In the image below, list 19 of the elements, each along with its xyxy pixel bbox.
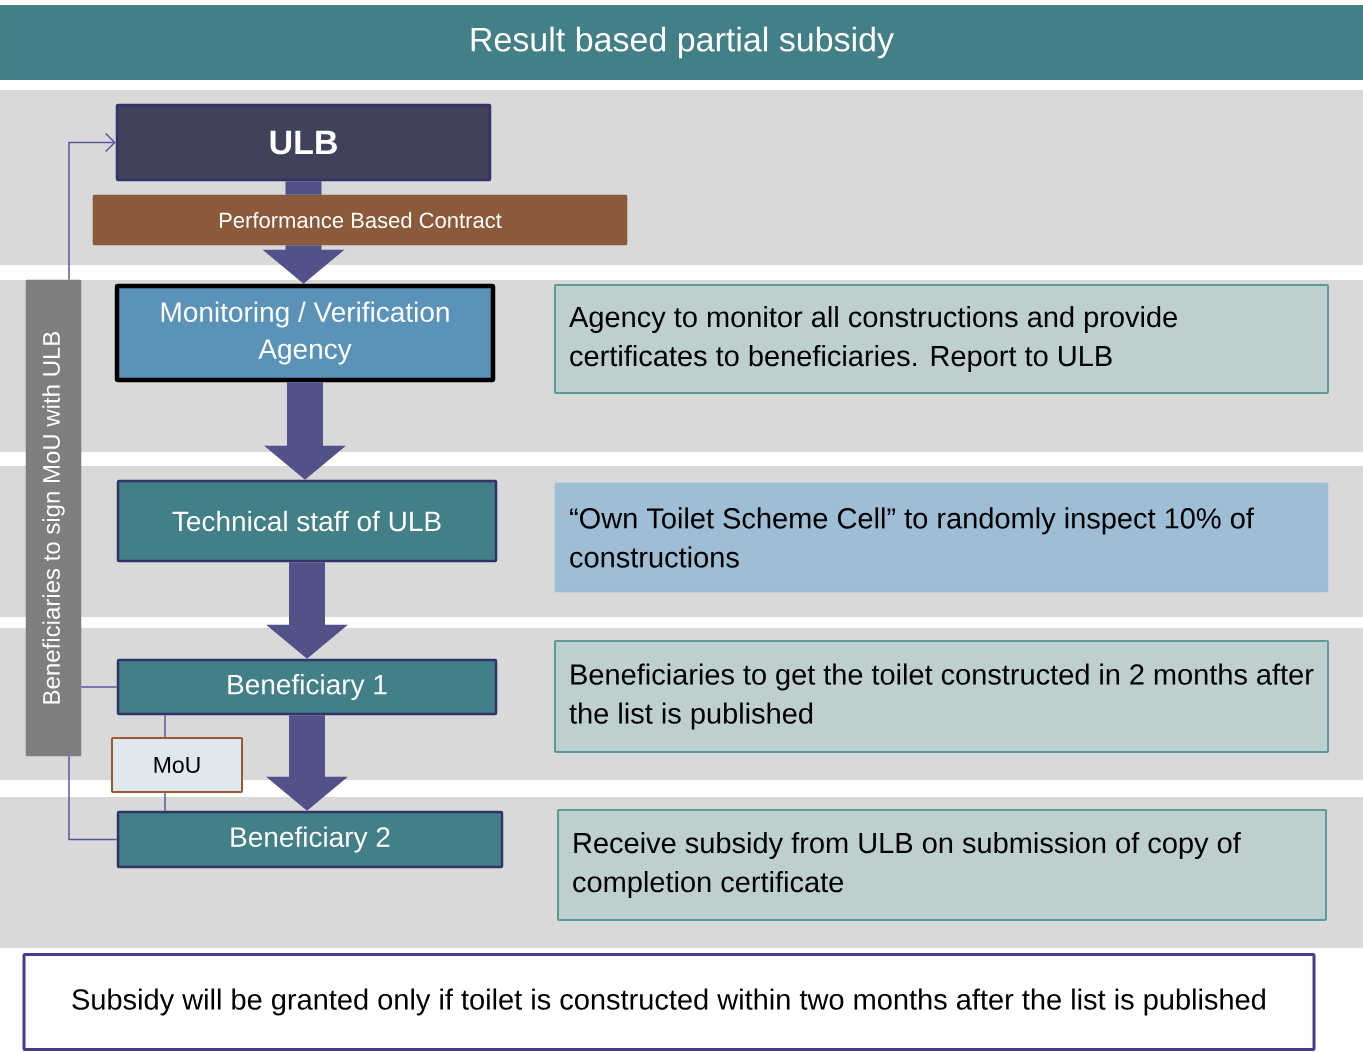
description-box: Beneficiaries to get the toilet constructed in 2 months after the list is published <box>554 640 1329 753</box>
process-box: Beneficiary 2 <box>116 810 504 869</box>
process-box: Technical staff of ULB <box>116 479 498 563</box>
mou-box: MoU <box>111 737 243 793</box>
title-banner: Result based partial subsidy <box>0 5 1363 80</box>
connector-line <box>68 755 118 841</box>
note-box: Subsidy will be granted only if toilet is constructed within two months after the list is published <box>22 953 1316 1051</box>
arrow <box>68 132 116 281</box>
side-bar: Beneficiaries to sign MoU with ULB <box>25 279 82 757</box>
connector-line <box>164 792 166 812</box>
process-box: ULB <box>115 103 492 182</box>
connector-line <box>164 714 166 738</box>
description-box: Receive subsidy from ULB on submission of copy of completion certificate <box>557 809 1327 921</box>
connector-line <box>80 686 118 688</box>
process-box: Monitoring / Verification Agency <box>114 283 496 383</box>
process-box: Beneficiary 1 <box>116 658 498 716</box>
description-box: Agency to monitor all constructions and provide certificates to beneficiaries. Report to ULB <box>554 284 1329 394</box>
contract-band: Performance Based Contract <box>92 194 628 246</box>
description-box: “Own Toilet Scheme Cell” to randomly inspect 10% of constructions <box>554 482 1329 593</box>
